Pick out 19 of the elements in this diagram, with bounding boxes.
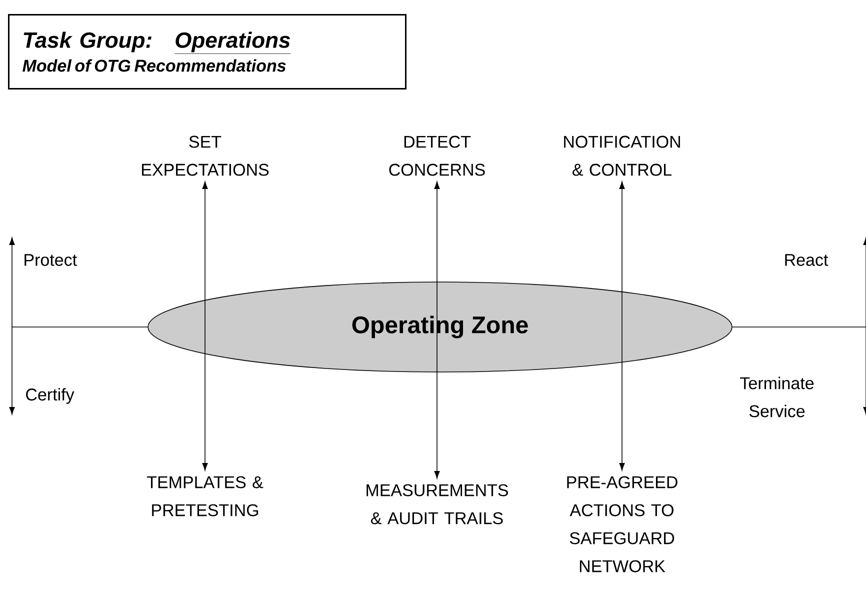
title-box: Task Group: Operations Model of OTG Recommendations xyxy=(8,14,406,90)
side-label: Certify xyxy=(26,388,74,404)
side-label: React xyxy=(785,254,828,266)
arrow xyxy=(202,181,208,328)
heading-text: SET EXPECTATIONS xyxy=(142,136,269,176)
line xyxy=(12,326,148,328)
side-label: Terminate Service xyxy=(740,376,814,418)
heading-text: PRE-AGREED ACTIONS TO SAFEGUARD NETWORK xyxy=(567,476,678,572)
line xyxy=(732,326,866,328)
side-label: Protect xyxy=(24,254,77,266)
heading-text: NOTIFICATION & CONTROL xyxy=(564,136,680,176)
arrow xyxy=(619,326,625,471)
arrow xyxy=(434,181,440,328)
heading-text: MEASUREMENTS & AUDIT TRAILS xyxy=(366,484,508,524)
arrow xyxy=(202,326,208,471)
heading-text: DETECT CONCERNS xyxy=(389,136,485,176)
arrow xyxy=(619,181,625,328)
arrow xyxy=(434,326,440,479)
heading-text: TEMPLATES & PRETESTING xyxy=(146,476,264,516)
